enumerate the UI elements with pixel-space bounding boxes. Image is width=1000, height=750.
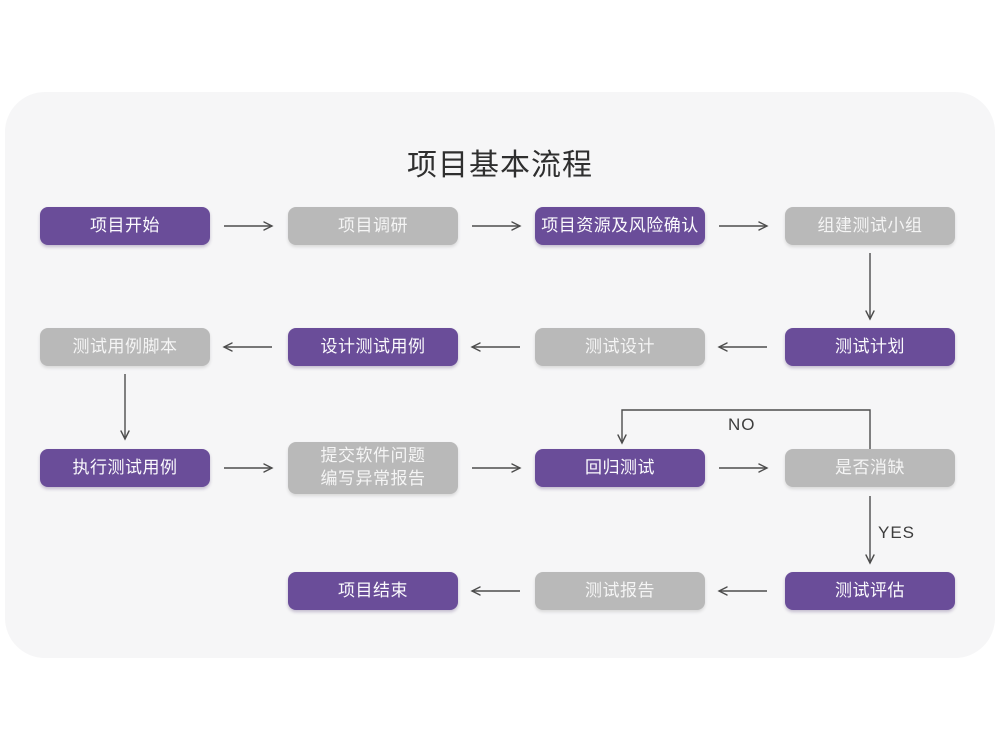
node-execute-test-case: 执行测试用例 bbox=[40, 449, 210, 487]
node-build-test-team: 组建测试小组 bbox=[785, 207, 955, 245]
edge-label-yes: YES bbox=[878, 523, 916, 542]
flowchart-card bbox=[5, 92, 995, 658]
node-project-research: 项目调研 bbox=[288, 207, 458, 245]
node-test-report: 测试报告 bbox=[535, 572, 705, 610]
node-test-evaluation: 测试评估 bbox=[785, 572, 955, 610]
node-submit-issue-report: 提交软件问题 编写异常报告 bbox=[288, 442, 458, 494]
node-resources-risk: 项目资源及风险确认 bbox=[535, 207, 705, 245]
node-project-end: 项目结束 bbox=[288, 572, 458, 610]
node-test-plan: 测试计划 bbox=[785, 328, 955, 366]
node-defect-cleared: 是否消缺 bbox=[785, 449, 955, 487]
page-title: 项目基本流程 bbox=[407, 149, 593, 182]
node-test-design: 测试设计 bbox=[535, 328, 705, 366]
node-test-case-script: 测试用例脚本 bbox=[40, 328, 210, 366]
node-regression-test: 回归测试 bbox=[535, 449, 705, 487]
node-design-test-case: 设计测试用例 bbox=[288, 328, 458, 366]
node-project-start: 项目开始 bbox=[40, 207, 210, 245]
edge-label-no: NO bbox=[728, 415, 756, 434]
